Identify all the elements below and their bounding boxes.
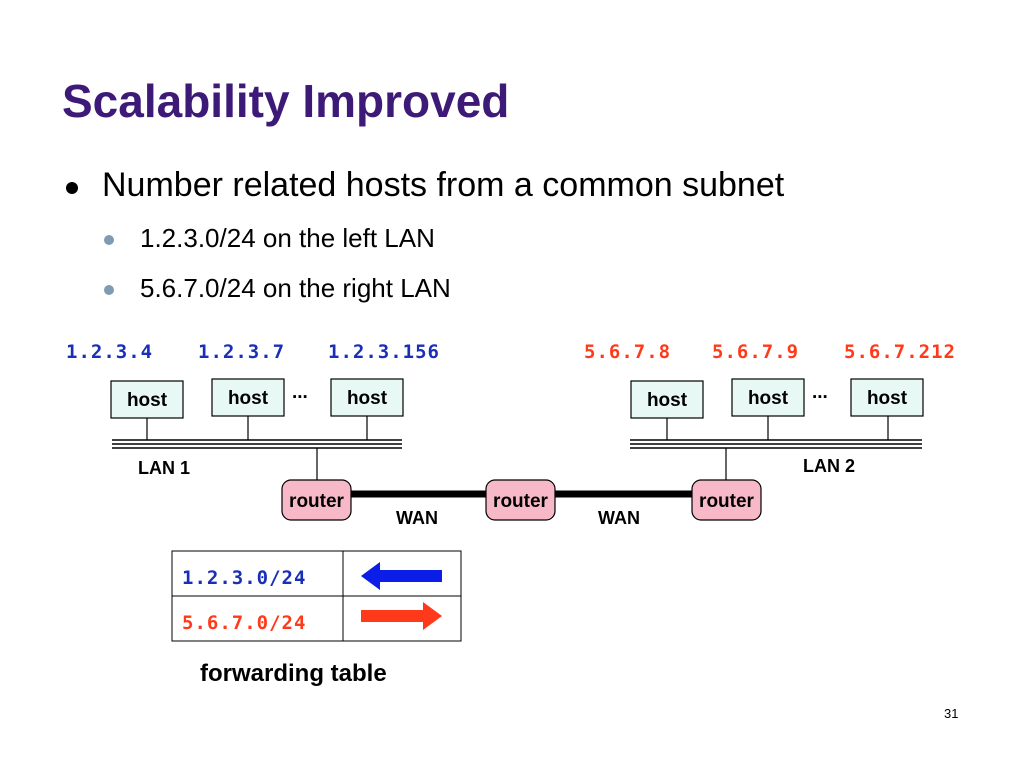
bullet-dot-icon — [104, 235, 114, 245]
router-middle: router — [485, 479, 556, 521]
lan1-bus — [112, 439, 402, 449]
bullet-sub-left-lan: 1.2.3.0/24 on the left LAN — [104, 223, 435, 254]
host-label: host — [127, 390, 168, 411]
table-row-prefix-2: 5.6.7.0/24 — [182, 612, 306, 634]
host-label: host — [748, 388, 789, 409]
host-left-1: host — [110, 380, 184, 419]
router-label: router — [493, 491, 549, 512]
wan-label-right: WAN — [598, 508, 640, 528]
bullet-dot-icon — [66, 182, 78, 194]
host-label: host — [228, 388, 269, 409]
host-left-3: host — [330, 378, 404, 417]
bullet-sub-right-lan: 5.6.7.0/24 on the right LAN — [104, 273, 451, 304]
lan2-label: LAN 2 — [803, 456, 855, 476]
left-address-2: 1.2.3.7 — [198, 341, 285, 363]
lan2-bus — [630, 439, 922, 449]
slide-title: Scalability Improved — [62, 75, 510, 127]
host-label: host — [867, 388, 908, 409]
right-arrow-icon — [361, 602, 442, 630]
left-hosts-ellipsis: ... — [292, 382, 308, 403]
left-address-1: 1.2.3.4 — [66, 341, 153, 363]
wan-label-left: WAN — [396, 508, 438, 528]
right-address-2: 5.6.7.9 — [712, 341, 799, 363]
left-address-3: 1.2.3.156 — [328, 341, 440, 363]
forwarding-table: 1.2.3.0/24 5.6.7.0/24 — [171, 550, 462, 642]
host-right-1: host — [630, 380, 704, 419]
table-row-prefix-1: 1.2.3.0/24 — [182, 567, 306, 589]
right-hosts-ellipsis: ... — [812, 382, 828, 403]
bullet-main: Number related hosts from a common subne… — [66, 166, 784, 205]
bullet-dot-icon — [104, 285, 114, 295]
host-right-3: host — [850, 378, 924, 417]
bullet-sub-right-text: 5.6.7.0/24 on the right LAN — [140, 273, 451, 303]
lan1-label: LAN 1 — [138, 458, 190, 478]
router-label: router — [699, 491, 755, 512]
host-left-2: host — [211, 378, 285, 417]
right-address-1: 5.6.7.8 — [584, 341, 671, 363]
right-address-3: 5.6.7.212 — [844, 341, 956, 363]
bullet-main-text: Number related hosts from a common subne… — [102, 166, 785, 204]
host-label: host — [647, 390, 688, 411]
host-right-2: host — [731, 378, 805, 417]
forwarding-table-label: forwarding table — [200, 660, 387, 687]
left-arrow-icon — [361, 562, 442, 590]
router-right: router — [691, 479, 762, 521]
host-label: host — [347, 388, 388, 409]
page-number: 31 — [944, 706, 959, 721]
router-left: router — [281, 479, 352, 521]
bullet-sub-left-text: 1.2.3.0/24 on the left LAN — [140, 223, 435, 253]
router-label: router — [289, 491, 345, 512]
